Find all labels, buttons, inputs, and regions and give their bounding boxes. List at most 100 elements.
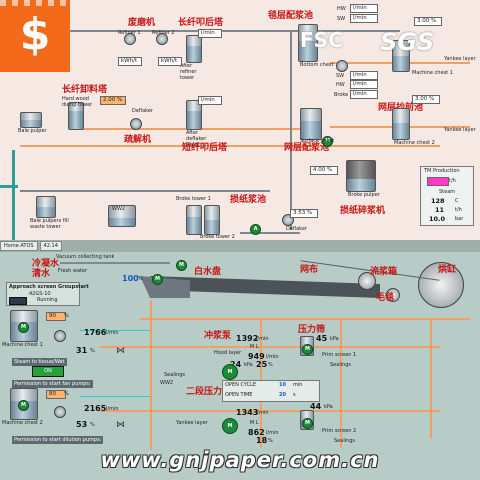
pipe <box>340 318 342 448</box>
open-cycle-panel: OPEN CYCLE 10 min OPEN TIME 20 s <box>222 380 320 402</box>
zh-label-long-fiber-tower: 长纤叩后塔 <box>178 18 224 28</box>
mc2-level-unit: % <box>64 391 69 397</box>
hood-screen-flow: 949 <box>248 352 265 361</box>
hw-l2-flow: l/min <box>350 80 378 89</box>
refiner1-pump-icon[interactable] <box>124 33 136 45</box>
hood-pct-unit: % <box>268 362 273 368</box>
approach-screen-group: Approach screen Groupstart 42GS-10 Runni… <box>6 282 89 306</box>
label-hardwood-dump-tower: Hard wood dump tower <box>62 96 93 108</box>
open-cycle-value[interactable]: 10 <box>279 382 286 388</box>
mc1-valve: 31 <box>76 346 88 355</box>
refiner1-energy: kWh/t <box>118 57 142 66</box>
yankee-fan-pump-icon[interactable]: M <box>222 418 238 434</box>
label-hw-l1: HW <box>337 6 346 12</box>
label-deflaker: Deflaker <box>132 108 153 114</box>
hood-pct: 25 <box>256 360 268 369</box>
steam-flow-unit: t/h <box>455 207 462 213</box>
yankee-pct-unit: % <box>268 438 273 444</box>
tm-production-title: TM Production <box>424 168 460 174</box>
vacuum-motor-icon[interactable]: M <box>176 260 187 271</box>
mc1-valve-icon[interactable]: ⋈ <box>116 346 125 356</box>
open-time-unit: s <box>293 392 296 398</box>
group-start-button[interactable] <box>9 297 27 305</box>
mc1-valve-unit: % <box>90 348 95 354</box>
short-fiber-flow: l/min <box>198 96 222 105</box>
logo-stripe <box>0 0 70 6</box>
mc1-flow-unit: l/min <box>106 330 119 336</box>
brand-logo: $ <box>0 0 70 72</box>
felt-roll <box>386 288 400 302</box>
mc2-flow: 2165 <box>84 404 107 413</box>
hood-fan-flow-unit: l/min <box>256 336 269 342</box>
mc1-agitator-icon[interactable]: M <box>18 322 29 333</box>
deflaker-pump-icon[interactable] <box>130 118 142 130</box>
label-bale-pulper-wet: Bale pulpers fill waste tower <box>30 218 69 230</box>
pipe <box>240 232 300 234</box>
tab-bar: Home ATOS 42.14 <box>0 241 62 251</box>
zh-label-white-water-tray: 白水盘 <box>194 267 222 277</box>
label-sealings-screen1: Sealings <box>330 362 352 368</box>
pipe <box>430 318 432 438</box>
label-prim-screen2: Prim screen 2 <box>322 428 357 434</box>
website-watermark: www.gnjpaper.com.cn <box>100 448 380 472</box>
approach-screen-title: Approach screen Groupstart <box>9 284 89 290</box>
steam-on-button[interactable]: ON <box>32 366 64 377</box>
hood-fan-pump-icon[interactable]: M <box>222 364 238 380</box>
zh-label-felt: 毛毯 <box>376 293 395 303</box>
tab-home-atos[interactable]: Home ATOS <box>0 241 38 251</box>
group-id: 42GS-10 <box>29 291 51 297</box>
broke-motor-icon[interactable]: A <box>250 224 261 235</box>
yankee-fan-flow-unit: l/min <box>256 410 269 416</box>
label-sealings-screen2: Sealings <box>334 438 356 444</box>
pipe <box>140 318 470 320</box>
machine-chest1-tank <box>392 40 410 72</box>
pipe <box>20 145 440 147</box>
deflaker-consistency: 3.53 % <box>290 209 318 218</box>
mc1-pump-icon[interactable] <box>54 330 66 342</box>
zh-label-bottom-mix-chest: 网层配浆池 <box>284 143 330 153</box>
prim-screen1-motor-icon[interactable]: M <box>302 344 313 355</box>
surface-mix-chest-tank <box>298 24 318 62</box>
zh-label-dryer: 烘缸 <box>438 265 457 275</box>
sw-l1-flow: l/min <box>350 14 378 23</box>
steam-label: Steam <box>439 189 456 195</box>
surface-pump-icon[interactable] <box>336 60 348 72</box>
label-vacuum-tank: Vacuum collecting tank <box>56 254 115 260</box>
pipe <box>150 300 152 450</box>
zh-label-refiner: 废磨机 <box>128 18 156 28</box>
zh-label-condensate: 冷凝水 <box>32 259 60 269</box>
refiner2-pump-icon[interactable] <box>156 33 168 45</box>
yankee-fan-flow: 1343 <box>236 408 259 417</box>
prim-screen2-motor-icon[interactable]: M <box>302 418 313 429</box>
tab-42-14[interactable]: 42.14 <box>39 241 62 251</box>
signal-line <box>80 396 150 397</box>
label-after-deflaker-tower: After deflaker tower <box>186 130 207 148</box>
hood-ml: M L <box>250 344 259 350</box>
mc2-pump-icon[interactable] <box>54 406 66 418</box>
mc2-flow-unit: l/min <box>106 406 119 412</box>
steam-flow: 11 <box>435 206 445 214</box>
felt-roll <box>358 272 376 290</box>
prim-screen1-pressure: 45 <box>316 334 328 343</box>
mc2-agitator-icon[interactable]: M <box>18 400 29 411</box>
label-ww2: WW2 <box>112 206 126 212</box>
bale-pulper-wet-tank <box>36 196 56 218</box>
label-yankee-layer-top: Yankee layer <box>444 56 476 62</box>
mc2-valve-icon[interactable]: ⋈ <box>116 420 125 430</box>
surface-consistency: 3.00 % <box>414 17 442 26</box>
hw-l1-flow: l/min <box>350 4 378 13</box>
open-time-value[interactable]: 20 <box>279 392 286 398</box>
hood-fan-flow: 1392 <box>236 334 259 343</box>
label-after-refiner-tower: After refiner tower <box>180 63 197 81</box>
steam-temp: 128 <box>431 197 445 205</box>
bottom-motor-icon[interactable]: M <box>322 136 333 147</box>
zh-label-broke-chest: 损纸浆池 <box>230 195 267 205</box>
mc1-flow: 1766 <box>84 328 107 337</box>
label-bale-pulper: Bale pulper <box>18 128 47 134</box>
zh-label-wire: 网布 <box>300 265 319 275</box>
prim-screen1-pressure-unit: kPa <box>330 336 339 342</box>
tm-production-value <box>427 177 449 186</box>
fresh-water-motor-icon[interactable]: M <box>152 274 163 285</box>
zh-label-deflaker: 疏解机 <box>124 135 152 145</box>
label-broke-tower2: Broke tower 2 <box>200 234 235 240</box>
